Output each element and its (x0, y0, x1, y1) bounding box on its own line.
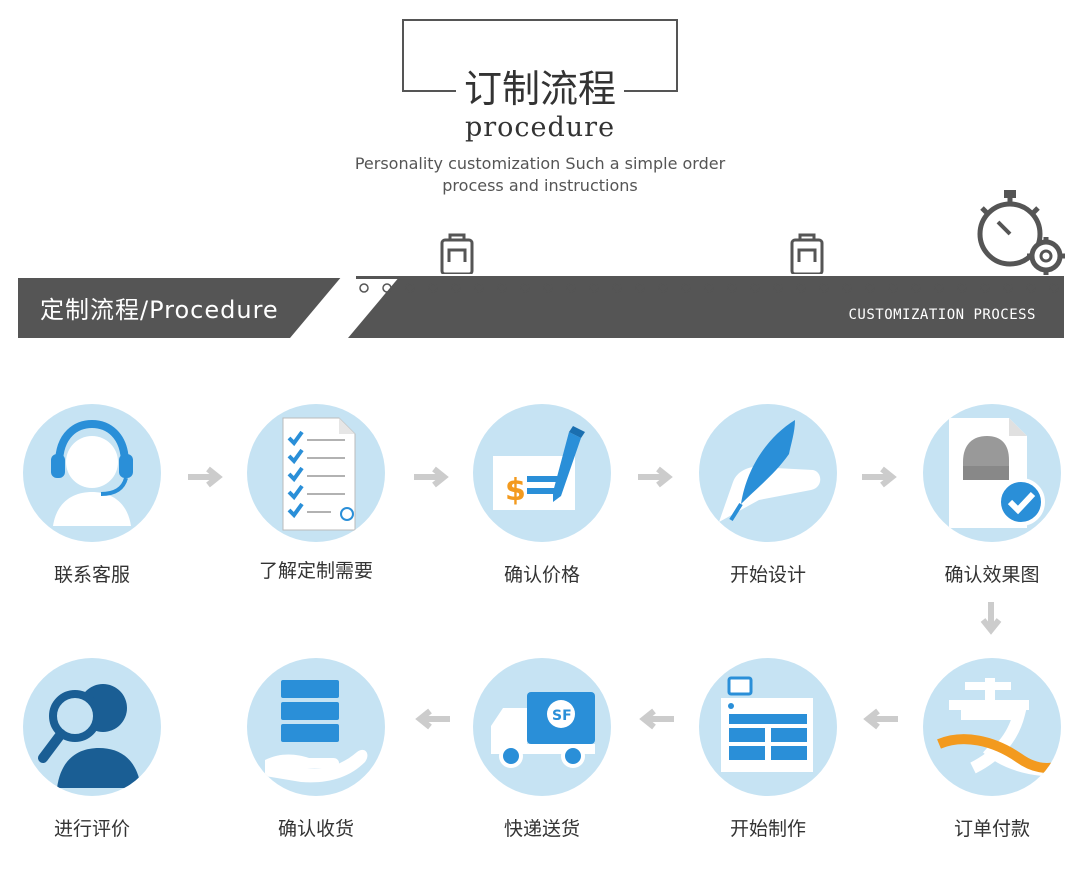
conveyor-roller (1003, 283, 1013, 293)
conveyor-roller (612, 283, 622, 293)
arrow-right-icon (188, 466, 223, 488)
step-label: 开始制作 (729, 818, 806, 840)
step-icon-circle (247, 658, 385, 796)
conveyor-roller (911, 283, 921, 293)
step-icon-circle (923, 658, 1061, 796)
conveyor-roller (451, 283, 461, 293)
page-subtitle: Personality customization Such a simple … (0, 153, 1080, 197)
conveyor-roller (727, 283, 737, 293)
sf-delivery-truck-icon: SF (491, 692, 595, 768)
alipay-icon (937, 678, 1061, 776)
conveyor-roller (704, 283, 714, 293)
conveyor-roller (819, 283, 829, 293)
review-magnifier-person-icon (38, 684, 141, 788)
bag-icon (440, 233, 474, 274)
arrow-right-icon (414, 466, 449, 488)
conveyor-roller (1026, 283, 1036, 293)
conveyor-roller (566, 283, 576, 293)
step-label: 确认效果图 (944, 564, 1040, 586)
subtitle-line-2: process and instructions (442, 176, 638, 195)
conveyor-roller (888, 283, 898, 293)
step-express-delivery: SF 快递送货 (472, 658, 612, 841)
page-title-english: procedure (464, 112, 616, 143)
arrow-down-icon (980, 602, 1002, 635)
bag-icon (790, 233, 824, 274)
checklist-document-icon (282, 417, 356, 531)
mockup-confirm-icon (949, 418, 1045, 528)
conveyor-roller (474, 283, 484, 293)
conveyor-belt-icon (356, 276, 1064, 293)
conveyor-roller (405, 283, 415, 293)
step-confirm-mockup: 确认效果图 (922, 404, 1062, 587)
receive-package-hand-icon (265, 680, 368, 783)
conveyor-roller (681, 283, 691, 293)
conveyor-roller (382, 283, 392, 293)
banner-caption: CUSTOMIZATION PROCESS (848, 307, 1036, 323)
step-confirm-price: $ 确认价格 (472, 404, 612, 587)
step-label: 快递送货 (503, 818, 580, 840)
conveyor-roller (589, 283, 599, 293)
conveyor-roller (543, 283, 553, 293)
feather-design-icon (719, 420, 821, 522)
conveyor-roller (957, 283, 967, 293)
step-icon-circle (699, 658, 837, 796)
conveyor-roller (842, 283, 852, 293)
page-title-text: 订制流程 (455, 67, 624, 111)
step-confirm-receipt: 确认收货 (246, 658, 386, 841)
step-label: 进行评价 (53, 818, 130, 840)
title-frame (402, 19, 678, 92)
conveyor-roller (497, 283, 507, 293)
conveyor-roller (796, 283, 806, 293)
conveyor-roller (428, 283, 438, 293)
conveyor-roller (520, 283, 530, 293)
page-title: 订制流程 (402, 66, 678, 112)
conveyor-roller (658, 283, 668, 293)
price-check-pen-icon: $ (493, 426, 585, 510)
conveyor-roller (980, 283, 990, 293)
step-label: 联系客服 (53, 564, 130, 586)
step-order-payment: 订单付款 (922, 658, 1062, 841)
conveyor-roller (773, 283, 783, 293)
step-label: 开始设计 (729, 564, 806, 586)
title-rule (624, 90, 678, 92)
step-leave-review: 进行评价 (22, 658, 162, 841)
step-icon-circle (247, 404, 385, 542)
conveyor-roller (934, 283, 944, 293)
arrow-left-icon (639, 708, 674, 730)
step-label: 确认收货 (277, 818, 354, 840)
step-icon-circle (23, 404, 161, 542)
customer-service-headset-icon (51, 419, 133, 526)
arrow-left-icon (415, 708, 450, 730)
arrow-left-icon (863, 708, 898, 730)
conveyor-roller (1049, 283, 1059, 293)
title-rule (402, 90, 456, 92)
conveyor-roller (865, 283, 875, 293)
step-label: 订单付款 (953, 818, 1030, 840)
conveyor-roller (359, 283, 369, 293)
step-icon-circle (23, 658, 161, 796)
step-icon-circle: $ (473, 404, 611, 542)
conveyor-roller (635, 283, 645, 293)
arrow-right-icon (862, 466, 897, 488)
arrow-right-icon (638, 466, 673, 488)
svg-text:SF: SF (552, 708, 572, 724)
subtitle-line-1: Personality customization Such a simple … (354, 154, 726, 173)
step-start-design: 开始设计 (698, 404, 838, 587)
banner-label: 定制流程/Procedure (40, 296, 279, 324)
step-understand-needs: 了解定制需要 (246, 404, 386, 583)
step-icon-circle (923, 404, 1061, 542)
step-icon-circle (699, 404, 837, 542)
step-label: 确认价格 (503, 564, 580, 586)
svg-text:$: $ (505, 473, 526, 508)
step-icon-circle: SF (473, 658, 611, 796)
step-start-production: 开始制作 (698, 658, 838, 841)
conveyor-roller (750, 283, 760, 293)
stopwatch-gear-icon (977, 190, 1065, 275)
step-contact-service: 联系客服 (22, 404, 162, 587)
step-label: 了解定制需要 (258, 560, 373, 582)
production-machine-icon (721, 676, 813, 772)
